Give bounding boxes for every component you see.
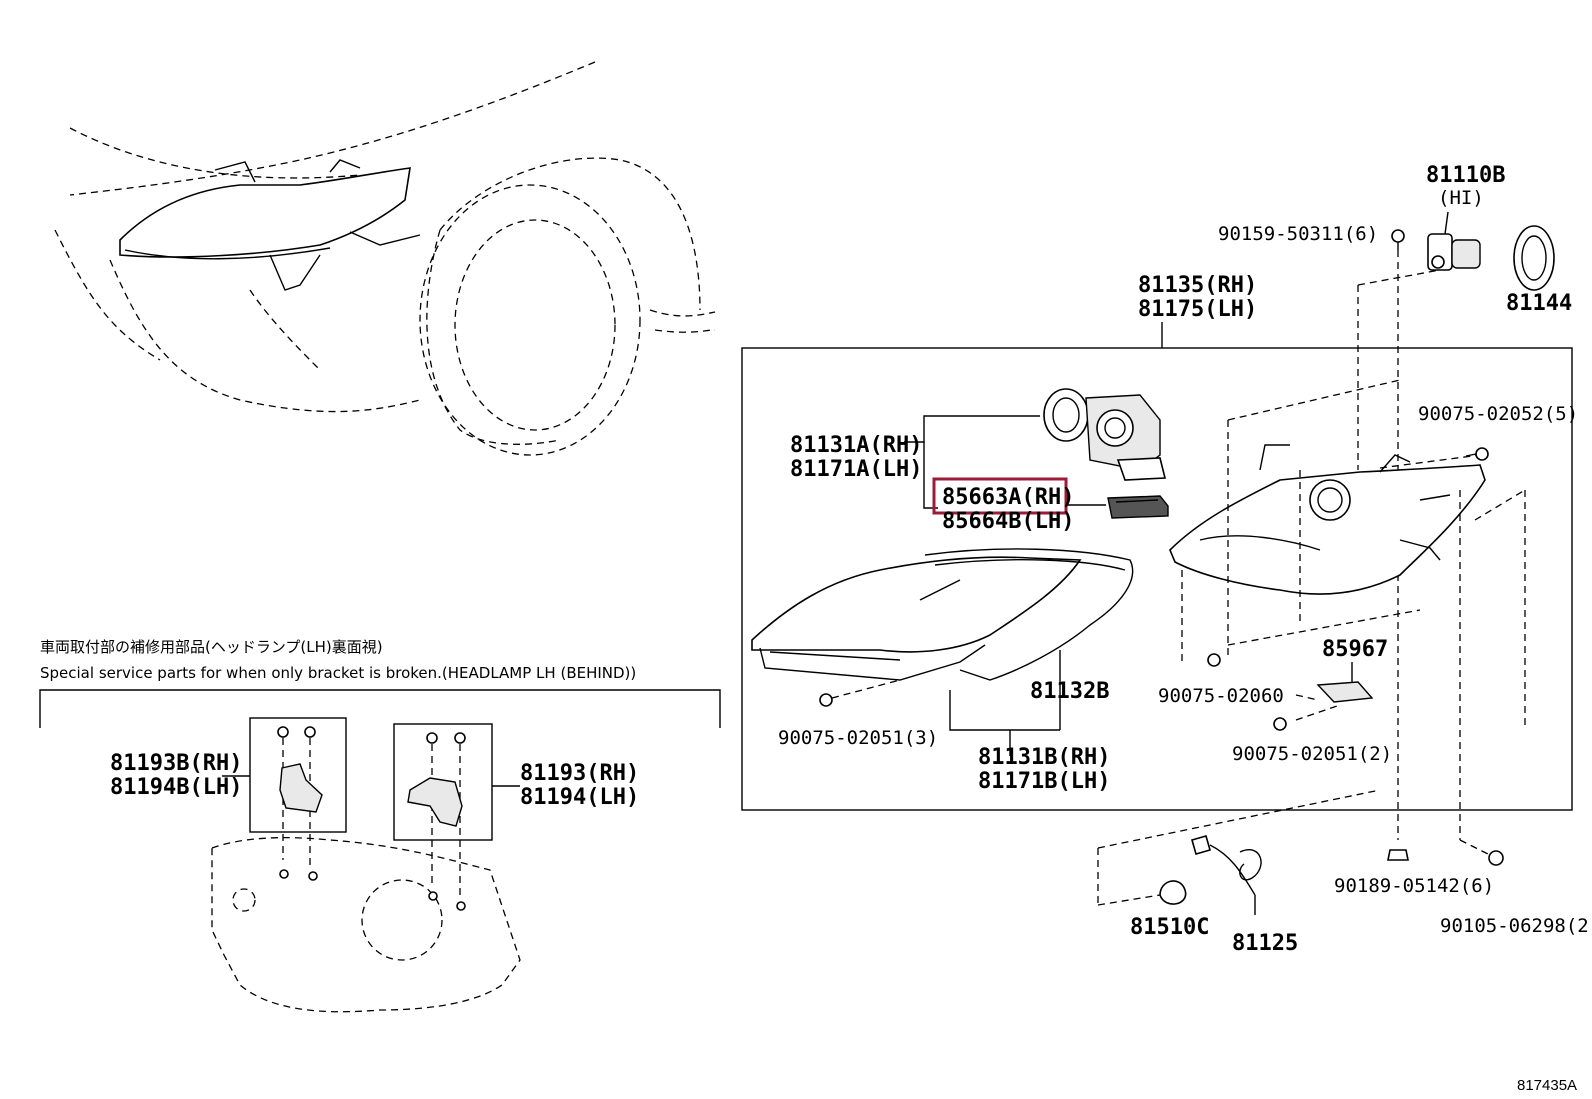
callout-85664b: 85664B(LH): [942, 509, 1074, 534]
screw-90105: 90105-06298(2): [1440, 490, 1592, 937]
callout-81194b: 81194B(LH): [110, 775, 242, 800]
callout-81110b-sub: (HI): [1438, 187, 1484, 209]
highlight-box: [932, 477, 1068, 515]
callout-81131b: 81131B(RH): [978, 745, 1110, 770]
cap-81510c: 81510C: [1130, 880, 1209, 940]
callout-81193: 81193(RH): [520, 761, 639, 786]
lens-81132b: 81132B: [751, 548, 1134, 756]
callout-90075-02051-2: 90075-02051(2): [1232, 743, 1392, 765]
callout-81110b: 81110B: [1426, 163, 1505, 188]
headlamp-housing-81135: [1169, 379, 1526, 730]
callout-81171b: 81171B(LH): [978, 769, 1110, 794]
note-japanese: 車両取付部の補修用部品(ヘッドランプ(LH)裏面視): [40, 638, 383, 656]
nut-90189: 90189-05142(6): [1334, 849, 1494, 897]
callout-90075-02052: 90075-02052(5): [1418, 403, 1578, 425]
callout-81193b: 81193B(RH): [110, 751, 242, 776]
callout-81131a: 81131A(RH): [790, 433, 922, 458]
actuator-85967: 85967: [1295, 637, 1388, 721]
callout-81135: 81135(RH): [1138, 273, 1257, 298]
bracket-81193: 81193(RH) 81194(LH): [393, 723, 639, 900]
callout-90159: 90159-50311(6): [1218, 223, 1378, 245]
screw-90075-02051-3: 90075-02051(3): [778, 679, 938, 749]
callout-81175: 81175(LH): [1138, 297, 1257, 322]
callout-90189: 90189-05142(6): [1334, 875, 1494, 897]
screw-90075-02051-2: 90075-02051(2): [1232, 717, 1392, 765]
headlamp-assembly-frame: [741, 347, 1573, 811]
callout-90075-02060: 90075-02060: [1158, 685, 1284, 707]
socket-81144: 81144: [1506, 225, 1572, 316]
screw-90075-02052: 90075-02052(5): [1418, 403, 1578, 461]
callout-81194: 81194(LH): [520, 785, 639, 810]
callout-85663a: 85663A(RH): [942, 485, 1074, 510]
headlamp-rear-view: [211, 837, 521, 1013]
callout-81132b: 81132B: [1030, 679, 1109, 704]
callout-81144: 81144: [1506, 291, 1572, 316]
callout-90075-02051-3: 90075-02051(3): [778, 727, 938, 749]
callout-81171a: 81171A(LH): [790, 457, 922, 482]
callout-85967: 85967: [1322, 637, 1388, 662]
diagram-reference-id: 817435A: [1517, 1077, 1577, 1094]
projector-unit-81131a: 81131A(RH) 81171A(LH): [790, 388, 1167, 509]
screw-90075-02060: 90075-02060: [1158, 653, 1284, 707]
callout-90105: 90105-06298(2): [1440, 915, 1592, 937]
wire-81125: 81125: [1191, 835, 1298, 956]
callout-81125: 81125: [1232, 931, 1298, 956]
note-english: Special service parts for when only brac…: [40, 664, 636, 682]
bulb-81110b: 81110B (HI): [1426, 163, 1505, 271]
vehicle-overview-illustration: [54, 61, 716, 456]
bracket-81193b: 81193B(RH) 81194B(LH): [110, 717, 347, 870]
callout-81510c: 81510C: [1130, 915, 1209, 940]
ballast-85663a: 85663A(RH) 85664B(LH): [932, 477, 1169, 534]
